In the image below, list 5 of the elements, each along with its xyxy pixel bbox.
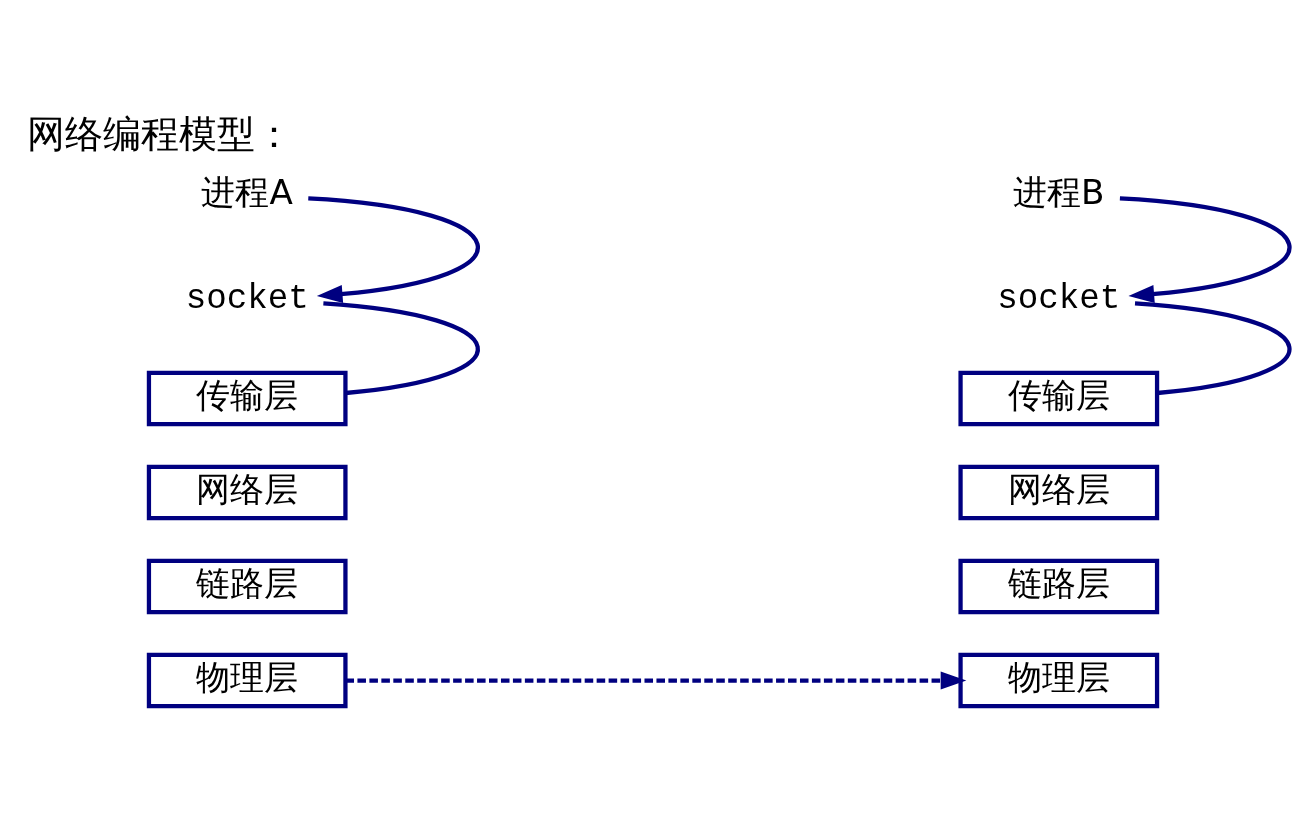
node-text: 进程B: [1013, 171, 1105, 212]
node-text: 进程A: [201, 171, 293, 212]
diagram-title: 网络编程模型：: [26, 111, 293, 156]
node-text: socket: [997, 279, 1121, 318]
node-text: socket: [185, 279, 309, 318]
